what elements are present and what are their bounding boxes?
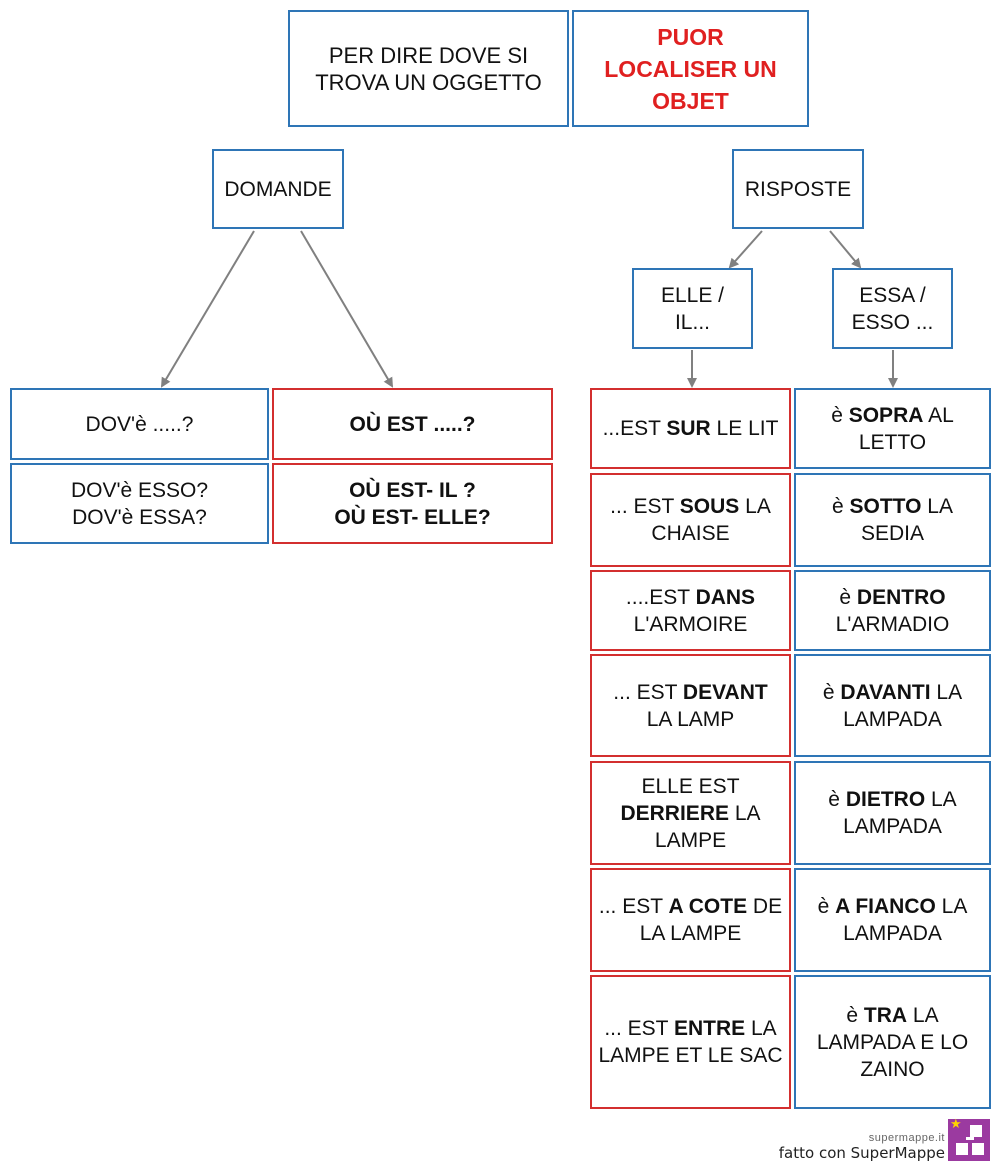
title-french: PUOR LOCALISER UN OBJET <box>604 23 777 114</box>
answer-fr-4-box: ... EST DEVANT LA LAMP <box>590 654 791 757</box>
answer-fr-6-box: ... EST A COTE DE LA LAMPE <box>590 868 791 972</box>
arrow-risposte-to-elle <box>728 230 763 269</box>
question-it-1-box: DOV'è .....? <box>10 388 269 460</box>
footer-credit: supermappe.it fatto con SuperMappe <box>770 1128 945 1168</box>
answer-fr-2: ... EST SOUS LA CHAISE <box>610 495 771 545</box>
question-fr-1: OÙ EST .....? <box>349 412 476 436</box>
essa-esso-box: ESSA / ESSO ... <box>832 268 953 349</box>
risposte-label: RISPOSTE <box>744 177 852 201</box>
arrow-domande-to-dove <box>160 230 255 388</box>
title-italian-box: PER DIRE DOVE SI TROVA UN OGGETTO <box>288 10 569 127</box>
answer-it-5-box: è DIETRO LA LAMPADA <box>794 761 991 865</box>
footer-made-with: fatto con SuperMappe <box>778 1144 945 1162</box>
risposte-box: RISPOSTE <box>732 149 864 229</box>
answer-it-2-box: è SOTTO LA SEDIA <box>794 473 991 567</box>
answer-it-3: è DENTRO L'ARMADIO <box>835 585 950 636</box>
question-fr-2-line-2: OÙ EST- ELLE? <box>334 505 491 529</box>
question-it-2-box: DOV'è ESSO? DOV'è ESSA? <box>10 463 269 544</box>
question-it-1: DOV'è .....? <box>85 412 194 436</box>
answer-fr-3: ....EST DANS L'ARMOIRE <box>625 585 756 636</box>
answer-fr-5-box: ELLE EST DERRIERE LA LAMPE <box>590 761 791 865</box>
answer-fr-2-box: ... EST SOUS LA CHAISE <box>590 473 791 567</box>
title-italian: PER DIRE DOVE SI TROVA UN OGGETTO <box>315 42 542 95</box>
arrow-domande-to-ou-est <box>300 230 394 388</box>
title-french-box: PUOR LOCALISER UN OBJET <box>572 10 809 127</box>
answer-fr-7-box: ... EST ENTRE LA LAMPE ET LE SAC <box>590 975 791 1109</box>
answer-it-5: è DIETRO LA LAMPADA <box>828 788 957 838</box>
answer-it-7: è TRA LA LAMPADA E LO ZAINO <box>816 1003 969 1081</box>
arrow-risposte-to-essa <box>829 230 862 269</box>
question-fr-2-line-1: OÙ EST- IL ? <box>349 478 476 502</box>
answer-fr-6: ... EST A COTE DE LA LAMPE <box>598 895 783 945</box>
supermappe-logo-icon: ★ <box>948 1116 990 1161</box>
question-fr-1-box: OÙ EST .....? <box>272 388 553 460</box>
footer-site: supermappe.it <box>868 1132 945 1144</box>
elle-il-line-1: ELLE / <box>660 283 725 307</box>
question-it-2-line-2: DOV'è ESSA? <box>72 505 207 529</box>
star-icon: ★ <box>950 1116 962 1131</box>
elle-il-line-2: IL... <box>674 310 710 334</box>
answer-fr-1: ...EST SUR LE LIT <box>602 417 779 440</box>
question-it-2-line-1: DOV'è ESSO? <box>70 478 209 502</box>
answer-fr-3-box: ....EST DANS L'ARMOIRE <box>590 570 791 651</box>
answer-it-1-box: è SOPRA AL LETTO <box>794 388 991 469</box>
essa-esso-line-2: ESSO ... <box>851 310 934 334</box>
domande-label: DOMANDE <box>224 177 332 201</box>
answer-it-7-box: è TRA LA LAMPADA E LO ZAINO <box>794 975 991 1109</box>
answer-it-1: è SOPRA AL LETTO <box>831 403 954 454</box>
essa-esso-line-1: ESSA / <box>859 283 926 307</box>
domande-box: DOMANDE <box>212 149 344 229</box>
answer-it-6: è A FIANCO LA LAMPADA <box>817 895 968 945</box>
answer-fr-4: ... EST DEVANT LA LAMP <box>613 680 768 731</box>
elle-il-box: ELLE / IL... <box>632 268 753 349</box>
question-fr-2-box: OÙ EST- IL ? OÙ EST- ELLE? <box>272 463 553 544</box>
answer-it-2: è SOTTO LA SEDIA <box>832 495 953 545</box>
answer-it-4-box: è DAVANTI LA LAMPADA <box>794 654 991 757</box>
answer-fr-1-box: ...EST SUR LE LIT <box>590 388 791 469</box>
answer-it-4: è DAVANTI LA LAMPADA <box>822 680 963 731</box>
answer-fr-7: ... EST ENTRE LA LAMPE ET LE SAC <box>598 1017 783 1067</box>
answer-it-6-box: è A FIANCO LA LAMPADA <box>794 868 991 972</box>
answer-it-3-box: è DENTRO L'ARMADIO <box>794 570 991 651</box>
answer-fr-5: ELLE EST DERRIERE LA LAMPE <box>620 774 761 852</box>
